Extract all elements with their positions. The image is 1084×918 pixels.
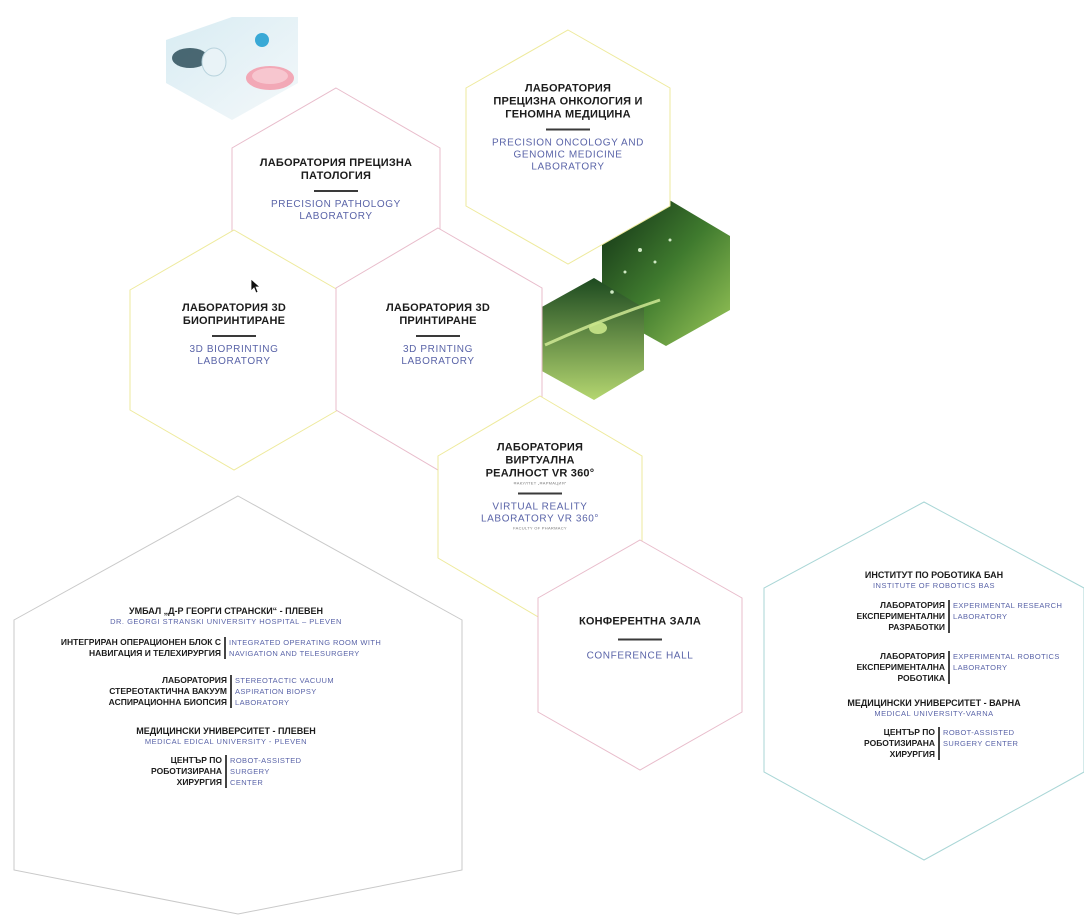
pleven-block: УМБАЛ „Д-Р ГЕОРГИ СТРАНСКИ“ - ПЛЕВЕН DR.…	[38, 606, 414, 788]
pathology-text: ЛАБОРАТОРИЯ ПРЕЦИЗНА ПАТОЛОГИЯ PRECISION…	[241, 157, 431, 223]
hex-robotics-varna	[763, 501, 1084, 861]
vr-text: ЛАБОРАТОРИЯ ВИРТУАЛНА РЕАЛНОСТ VR 360° Ф…	[455, 442, 625, 531]
printing-en-title: 3D PRINTING LABORATORY	[401, 344, 475, 367]
hex-conference-hall	[537, 539, 743, 771]
printing-text: ЛАБОРАТОРИЯ 3D ПРИНТИРАНЕ 3D PRINTING LA…	[353, 302, 523, 368]
robotics-block: ИНСТИТУТ ПО РОБОТИКА БАН INSTITUTE OF RO…	[786, 570, 1082, 760]
pathology-bg-title: ЛАБОРАТОРИЯ ПРЕЦИЗНА ПАТОЛОГИЯ	[259, 157, 413, 182]
printing-bg-title: ЛАБОРАТОРИЯ 3D ПРИНТИРАНЕ	[386, 302, 490, 327]
vr-bg-title: ЛАБОРАТОРИЯ ВИРТУАЛНА РЕАЛНОСТ VR 360°	[485, 441, 595, 480]
pleven-biopsy-bg: ЛАБОРАТОРИЯ СТЕРЕОТАКТИЧНА ВАКУУМ АСПИРА…	[38, 675, 232, 708]
pleven-pair-operating: ИНТЕГРИРАН ОПЕРАЦИОНЕН БЛОК С НАВИГАЦИЯ …	[38, 637, 414, 659]
divider	[314, 190, 358, 192]
conference-bg-title: КОНФЕРЕНТНА ЗАЛА	[578, 615, 702, 628]
varna-robotic-bg: ЦЕНТЪР ПО РОБОТИЗИРАНА ХИРУРГИЯ	[786, 727, 940, 760]
pleven-university-en: MEDICAL EDICAL UNIVERSITY - PLEVEN	[144, 737, 308, 746]
vr-en-title: VIRTUAL REALITY LABORATORY VR 360°	[481, 501, 599, 525]
hex-precision-oncology	[465, 29, 671, 265]
bioprinting-bg-title: ЛАБОРАТОРИЯ 3D БИОПРИНТИРАНЕ	[182, 302, 286, 327]
robotics-pair-research: ЛАБОРАТОРИЯ ЕКСПЕРИМЕНТАЛНИ РАЗРАБОТКИ E…	[786, 600, 1082, 633]
divider	[546, 128, 590, 131]
oncology-text: ЛАБОРАТОРИЯ ПРЕЦИЗНА ОНКОЛОГИЯ И ГЕНОМНА…	[478, 83, 658, 174]
vr-en-faculty: FACULTY OF PHARMACY	[513, 525, 567, 531]
robotics-research-bg: ЛАБОРАТОРИЯ ЕКСПЕРИМЕНТАЛНИ РАЗРАБОТКИ	[786, 600, 950, 633]
robotics-experimental-bg: ЛАБОРАТОРИЯ ЕКСПЕРИМЕНТАЛНА РОБОТИКА	[786, 651, 950, 684]
divider	[212, 335, 256, 337]
robotics-institute-en: INSTITUTE OF ROBOTICS BAS	[872, 581, 996, 590]
pleven-robotic-en: ROBOT-ASSISTED SURGERY CENTER	[230, 756, 302, 787]
divider	[618, 638, 662, 641]
pleven-university-bg: МЕДИЦИНСКИ УНИВЕРСИТЕТ - ПЛЕВЕН	[136, 726, 316, 736]
pathology-en-title: PRECISION PATHOLOGY LABORATORY	[271, 199, 401, 222]
oncology-bg-title: ЛАБОРАТОРИЯ ПРЕЦИЗНА ОНКОЛОГИЯ И ГЕНОМНА…	[493, 82, 643, 121]
pleven-operating-en: INTEGRATED OPERATING ROOM WITH NAVIGATIO…	[229, 638, 382, 658]
pleven-operating-bg: ИНТЕГРИРАН ОПЕРАЦИОНЕН БЛОК С НАВИГАЦИЯ …	[38, 637, 226, 659]
robotics-pair-experimental: ЛАБОРАТОРИЯ ЕКСПЕРИМЕНТАЛНА РОБОТИКА EXP…	[786, 651, 1082, 684]
bioprinting-text: ЛАБОРАТОРИЯ 3D БИОПРИНТИРАНЕ 3D BIOPRINT…	[149, 302, 319, 368]
varna-pair-robotic: ЦЕНТЪР ПО РОБОТИЗИРАНА ХИРУРГИЯ ROBOT-AS…	[786, 727, 1082, 760]
vr-bg-faculty: ФАКУЛТЕТ „ФАРМАЦИЯ“	[513, 480, 567, 486]
pleven-robotic-bg: ЦЕНТЪР ПО РОБОТИЗИРАНА ХИРУРГИЯ	[38, 755, 227, 788]
bioprinting-en-title: 3D BIOPRINTING LABORATORY	[189, 344, 279, 367]
oncology-en-title: PRECISION ONCOLOGY AND GENOMIC MEDICINE …	[492, 137, 644, 173]
hex-pleven	[13, 495, 463, 915]
divider	[416, 335, 460, 337]
varna-university-en: MEDICAL UNIVERSITY-VARNA	[874, 709, 994, 718]
robotics-institute-bg: ИНСТИТУТ ПО РОБОТИКА БАН	[864, 570, 1004, 580]
varna-robotic-en: ROBOT-ASSISTED SURGERY CENTER	[943, 728, 1019, 748]
pleven-pair-robotic: ЦЕНТЪР ПО РОБОТИЗИРАНА ХИРУРГИЯ ROBOT-AS…	[38, 755, 414, 788]
conference-en-title: CONFERENCE HALL	[586, 650, 694, 662]
pleven-biopsy-en: STEREOTACTIC VACUUM ASPIRATION BIOPSY LA…	[235, 676, 334, 707]
robotics-experimental-en: EXPERIMENTAL ROBOTICS LABORATORY	[953, 652, 1060, 672]
divider	[518, 492, 562, 495]
lab-glassware-image	[166, 17, 298, 120]
pleven-hospital-bg: УМБАЛ „Д-Р ГЕОРГИ СТРАНСКИ“ - ПЛЕВЕН	[129, 606, 323, 616]
mouse-cursor-icon	[250, 278, 262, 294]
robotics-research-en: EXPERIMENTAL RESEARCH LABORATORY	[953, 601, 1063, 621]
pleven-hospital-en: DR. GEORGI STRANSKI UNIVERSITY HOSPITAL …	[110, 617, 342, 626]
green-droplet-image	[540, 198, 730, 400]
varna-university-bg: МЕДИЦИНСКИ УНИВЕРСИТЕТ - ВАРНА	[847, 698, 1021, 708]
pleven-pair-biopsy: ЛАБОРАТОРИЯ СТЕРЕОТАКТИЧНА ВАКУУМ АСПИРА…	[38, 675, 414, 708]
conference-text: КОНФЕРЕНТНА ЗАЛА CONFERENCE HALL	[550, 616, 730, 663]
